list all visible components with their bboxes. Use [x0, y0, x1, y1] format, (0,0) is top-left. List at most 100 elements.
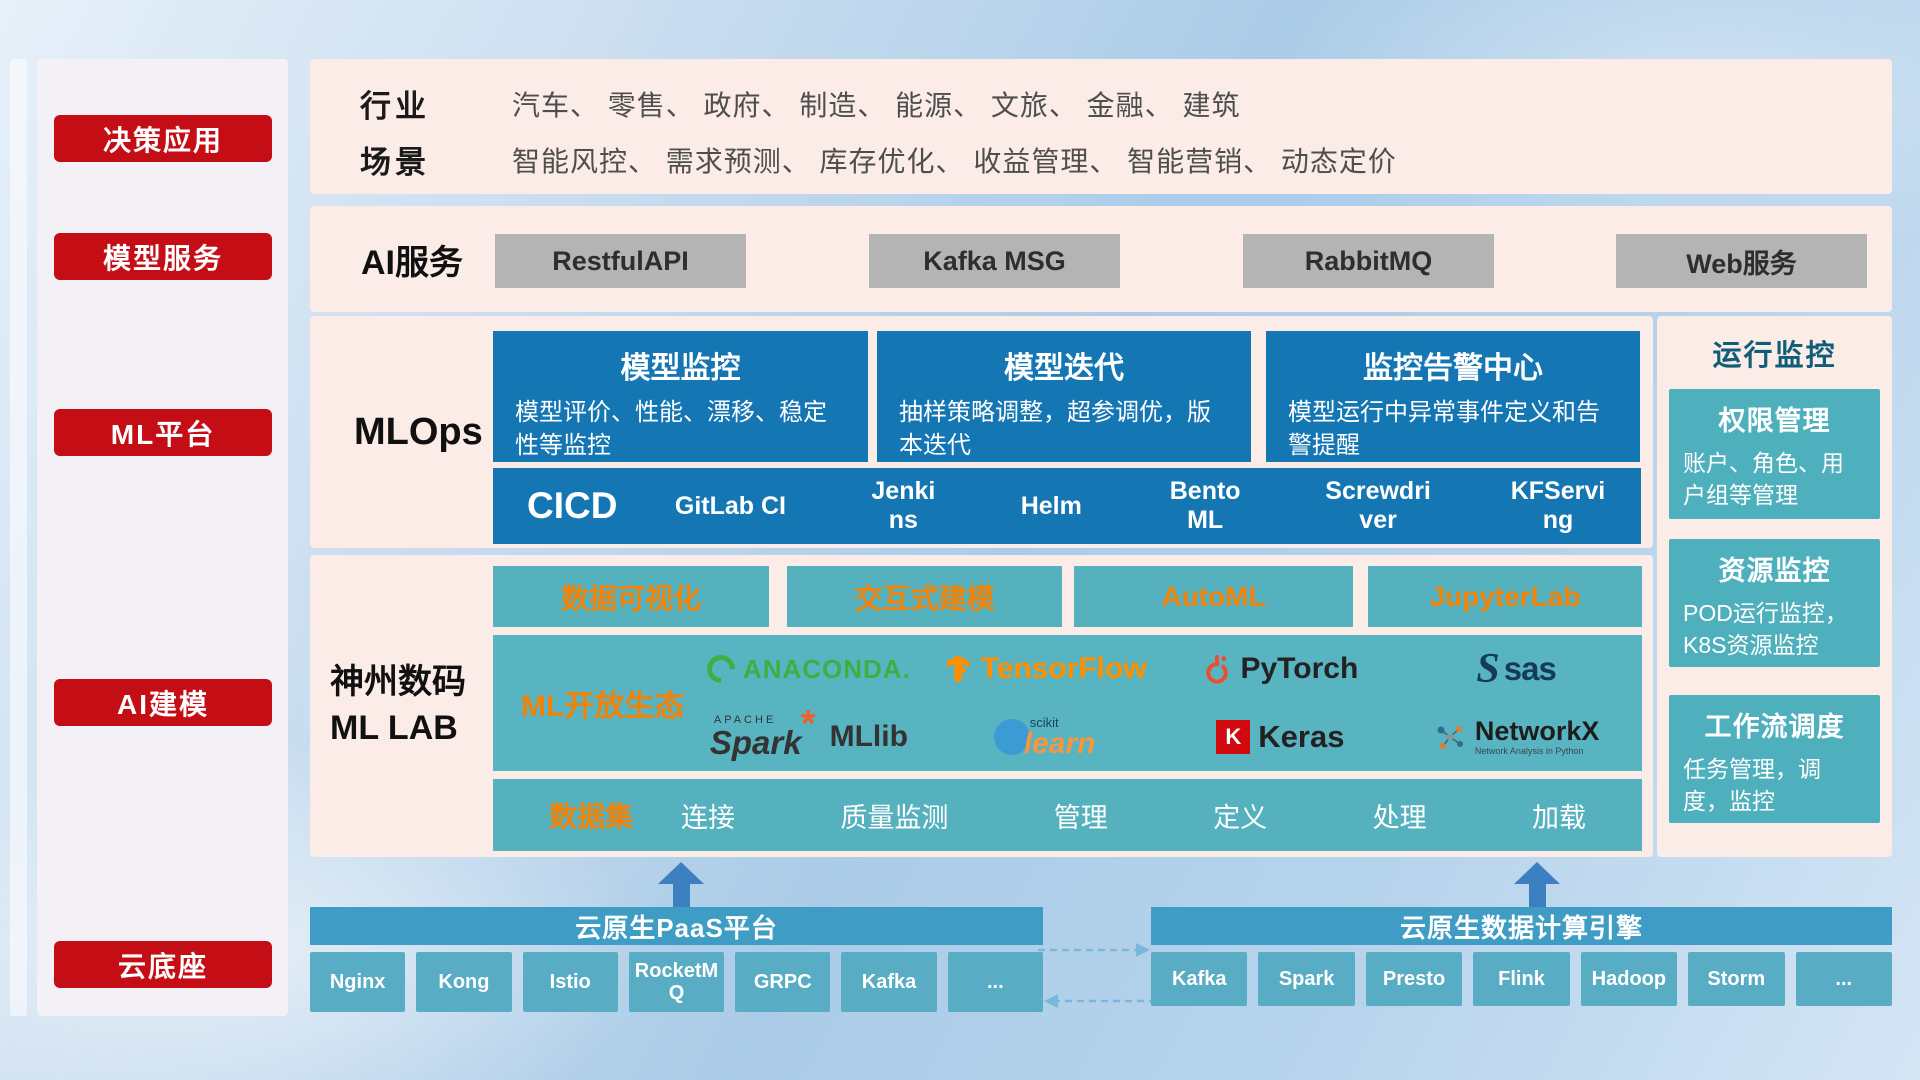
cloud-paas-section: 云原生PaaS平台 Nginx Kong Istio RocketMQ GRPC…	[310, 907, 1043, 1012]
sas-logo: S sas	[1476, 645, 1557, 693]
scenario-row: 场景 智能风控、 需求预测、 库存优化、 收益管理、 智能营销、 动态定价	[360, 137, 1397, 182]
up-arrow-paas	[658, 862, 704, 907]
learn-text: learn	[1023, 726, 1096, 760]
ecosystem-label: ML开放生态	[521, 690, 685, 723]
service-rabbitmq: RabbitMQ	[1243, 234, 1494, 288]
card-desc: 任务管理，调度，监控	[1683, 756, 1821, 815]
up-arrow-engine	[1514, 862, 1560, 907]
card-title: 监控告警中心	[1363, 352, 1543, 385]
chip-kong: Kong	[416, 952, 512, 1012]
chip-kafka: Kafka	[1151, 952, 1248, 1006]
chip-hadoop: Hadoop	[1580, 952, 1678, 1006]
networkx-logo: NetworkX Network Analysis in Python	[1433, 717, 1600, 757]
industry-label: 行业	[360, 89, 430, 124]
scikit-learn-logo: scikit learn	[993, 714, 1096, 760]
mllab-label-line1: 神州数码	[330, 663, 466, 702]
scenario-label: 场景	[360, 145, 430, 180]
chip-presto: Presto	[1365, 952, 1463, 1006]
tensorflow-wordmark: TensorFlow	[980, 652, 1147, 685]
cicd-bar: CICD GitLab CI Jenkins Helm BentoML Scre…	[493, 468, 1641, 544]
networkx-subtitle: Network Analysis in Python	[1474, 745, 1584, 756]
tool-kfserving: KFServing	[1510, 477, 1606, 534]
arrow-head	[658, 862, 704, 884]
pytorch-icon	[1206, 654, 1229, 684]
dashed-exchange-arrows	[1038, 943, 1156, 1008]
keras-icon: K	[1216, 720, 1251, 754]
paas-header: 云原生PaaS平台	[310, 907, 1043, 945]
industry-scenario-panel: 行业 汽车、 零售、 政府、 制造、 能源、 文旅、 金融、 建筑 场景 智能风…	[310, 59, 1892, 194]
arrow-head	[1514, 862, 1560, 884]
chip-rocketmq: RocketMQ	[628, 952, 725, 1012]
card-resource-monitoring: 资源监控 POD运行监控，K8S资源监控	[1669, 539, 1880, 667]
chip-grpc: GRPC	[735, 952, 831, 1012]
dataset-define: 定义	[1213, 802, 1268, 833]
mllib-wordmark: MLlib	[829, 720, 908, 753]
dataset-manage: 管理	[1053, 802, 1108, 833]
chip-kafka: Kafka	[841, 952, 937, 1012]
spark-wordmark: Spark	[709, 724, 802, 761]
sas-swoosh-icon: S	[1476, 646, 1500, 692]
feature-jupyterlab: JupyterLab	[1368, 566, 1642, 627]
layer-model-service: 模型服务	[54, 233, 272, 280]
card-title: 工作流调度	[1704, 712, 1845, 742]
spark-wordmark-group: APACHE Spark *	[709, 705, 816, 761]
tensorflow-logo: TensorFlow	[943, 652, 1147, 686]
card-permission-management: 权限管理 账户、角色、用户组等管理	[1669, 389, 1880, 519]
industry-values: 汽车、 零售、 政府、 制造、 能源、 文旅、 金融、 建筑	[512, 89, 1241, 121]
card-title: 资源监控	[1718, 556, 1831, 586]
scikit-text: scikit	[1029, 714, 1059, 730]
card-title: 模型监控	[620, 352, 741, 385]
keras-k: K	[1225, 724, 1242, 749]
dataset-items: 连接 质量监测 管理 定义 处理 加载	[681, 796, 1586, 835]
tensorflow-icon	[946, 655, 969, 683]
ai-service-label: AI服务	[361, 243, 463, 282]
layer-ai-modeling: AI建模	[54, 679, 272, 726]
mlops-panel: MLOps 模型监控 模型评价、性能、漂移、稳定性等监控 模型迭代 抽样策略调整…	[310, 316, 1653, 548]
card-workflow-scheduling: 工作流调度 任务管理，调度，监控	[1669, 695, 1880, 823]
networkx-wordmark-group: NetworkX Network Analysis in Python	[1475, 717, 1600, 757]
sas-wordmark: sas	[1503, 650, 1557, 687]
dataset-bar: 数据集 连接 质量监测 管理 定义 处理 加载	[493, 779, 1642, 851]
spark-star-icon: *	[800, 703, 816, 745]
card-desc: POD运行监控，K8S资源监控	[1683, 600, 1848, 659]
dataset-load: 加载	[1531, 802, 1586, 833]
card-desc: 模型运行中异常事件定义和告警提醒	[1288, 399, 1600, 460]
networkx-wordmark: NetworkX	[1474, 716, 1600, 747]
card-desc: 模型评价、性能、漂移、稳定性等监控	[515, 399, 827, 460]
mlops-label: MLOps	[354, 410, 483, 453]
arrow-stem	[672, 884, 690, 907]
left-edge-strip	[10, 59, 27, 1016]
tool-bentoml: BentoML	[1169, 477, 1241, 534]
ecosystem-logos: ANACONDA. TensorFlow PyTorch S	[691, 635, 1642, 771]
monitoring-title: 运行监控	[1712, 340, 1837, 372]
anaconda-logo: ANACONDA.	[701, 649, 911, 689]
tool-gitlab-ci: GitLab CI	[674, 491, 786, 520]
tool-screwdriver: Screwdriver	[1325, 477, 1431, 534]
service-web: Web服务	[1616, 234, 1867, 288]
anaconda-icon	[701, 649, 741, 689]
dataset-label: 数据集	[549, 801, 634, 832]
card-title: 模型迭代	[1004, 352, 1124, 385]
cicd-tools: GitLab CI Jenkins Helm BentoML Screwdriv…	[665, 477, 1607, 535]
card-alert-center: 监控告警中心 模型运行中异常事件定义和告警提醒	[1266, 331, 1640, 462]
feature-interactive-modeling: 交互式建模	[787, 566, 1062, 627]
ai-service-panel: AI服务 RestfulAPI Kafka MSG RabbitMQ Web服务	[310, 206, 1892, 312]
dataset-process: 处理	[1372, 802, 1427, 833]
keras-wordmark: Keras	[1258, 719, 1345, 754]
scikit-learn-icon	[993, 719, 1030, 755]
chip-storm: Storm	[1688, 952, 1785, 1006]
chip-spark: Spark	[1258, 952, 1355, 1006]
card-model-monitoring: 模型监控 模型评价、性能、漂移、稳定性等监控	[493, 331, 868, 462]
tool-helm: Helm	[1020, 491, 1082, 520]
chip-more: ...	[1795, 952, 1892, 1006]
engine-chips: Kafka Spark Presto Flink Hadoop Storm ..…	[1151, 952, 1892, 1006]
chip-istio: Istio	[522, 952, 618, 1012]
card-model-iteration: 模型迭代 抽样策略调整，超参调优，版本迭代	[877, 331, 1251, 462]
cloud-data-engine-section: 云原生数据计算引擎 Kafka Spark Presto Flink Hadoo…	[1151, 907, 1892, 1006]
service-kafka-msg: Kafka MSG	[869, 234, 1120, 288]
keras-logo: K Keras	[1216, 719, 1344, 755]
arrow-stem	[1528, 884, 1546, 907]
engine-header: 云原生数据计算引擎	[1151, 907, 1892, 945]
layer-sidebar: 决策应用 模型服务 ML平台 AI建模 云底座	[37, 59, 288, 1016]
